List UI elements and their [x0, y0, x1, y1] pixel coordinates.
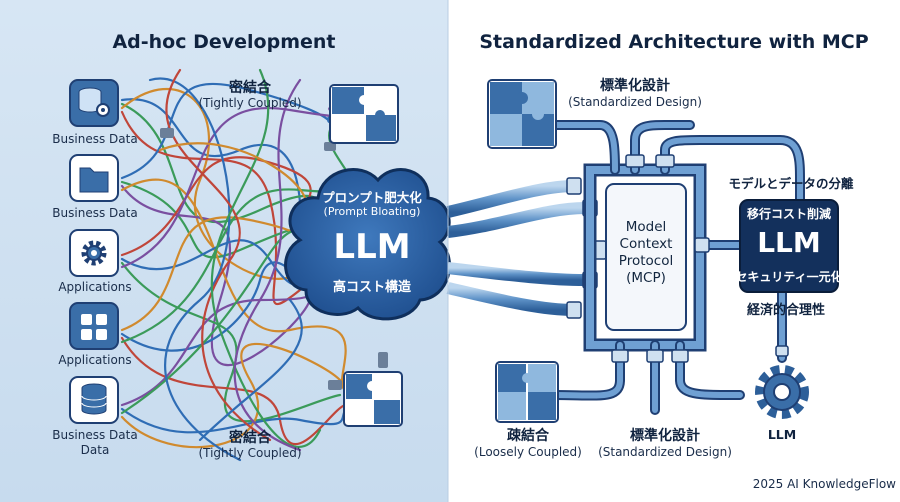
left-top-label-jp: 密結合 [229, 80, 271, 96]
left-bottom-label-jp: 密結合 [229, 430, 271, 446]
source-label-2: Business Data [52, 206, 138, 220]
database-gear-icon [78, 87, 110, 117]
puzzle-bottom-right-panel [495, 361, 559, 423]
bottom-std-label-en: (Standardized Design) [598, 445, 732, 459]
mcp-line-1: Model [625, 219, 667, 235]
database-icon [81, 383, 107, 415]
loose-label-jp: 疎結合 [507, 428, 549, 444]
folder-icon [79, 167, 109, 193]
source-label-4: Applications [58, 353, 132, 367]
gear-icon [81, 240, 107, 266]
cloud-llm-text: LLM [333, 227, 411, 267]
cloud-top-en: (Prompt Bloating) [323, 205, 421, 218]
input-pipes [446, 180, 590, 316]
cloud-bottom-jp: 高コスト構造 [332, 280, 411, 295]
left-title: Ad-hoc Development [112, 31, 336, 53]
economic-label: 経済的合理性 [746, 303, 825, 318]
gear-llm-label: LLM [767, 427, 797, 442]
mcp-frame-pipes [550, 120, 805, 415]
source-label-1: Business Data [52, 132, 138, 146]
llm-box-main: LLM [757, 226, 821, 259]
separation-label: モデルとデータの分離 [728, 176, 854, 191]
llm-box [739, 199, 839, 293]
right-top-label-en: (Standardized Design) [568, 95, 702, 109]
left-bottom-label-en: (Tightly Coupled) [198, 446, 302, 460]
plug-connectors [160, 128, 388, 390]
source-label-5: Business Data [52, 428, 138, 442]
mcp-line-3: Protocol [618, 253, 674, 269]
puzzle-bottom-left-panel [343, 371, 403, 427]
loose-label-en: (Loosely Coupled) [474, 445, 582, 459]
left-top-label-en: (Tightly Coupled) [198, 96, 302, 110]
right-title: Standardized Architecture with MCP [479, 31, 869, 53]
mcp-line-2: Context [619, 236, 673, 252]
source-label-5-line2: Data [80, 443, 110, 457]
cloud-top-jp: プロンプト肥大化 [322, 190, 422, 205]
llm-box-bottom: セキュリティ一元化 [735, 270, 843, 284]
puzzle-top-left-panel [329, 84, 399, 144]
llm-box-top: 移行コスト削減 [746, 207, 831, 221]
mcp-line-4: (MCP) [626, 270, 666, 286]
mcp-box [605, 183, 687, 331]
frame-connectors [611, 154, 789, 363]
gear-llm-icon [755, 365, 809, 419]
app-grid-icon [81, 314, 107, 340]
right-top-label-jp: 標準化設計 [600, 78, 670, 94]
source-label-3: Applications [58, 280, 132, 294]
puzzle-top-right-panel [487, 79, 557, 149]
bottom-std-label-jp: 標準化設計 [630, 428, 700, 444]
llm-cloud [284, 168, 451, 321]
footer-credit: 2025 AI KnowledgeFlow [752, 477, 896, 491]
